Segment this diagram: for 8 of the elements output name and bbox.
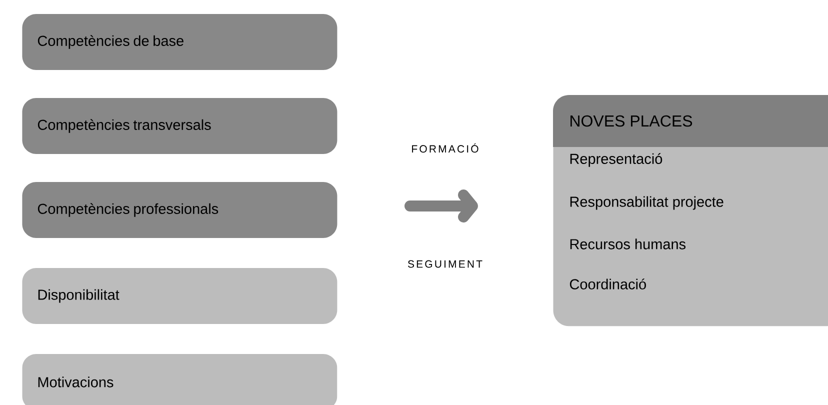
arc-label: SEGUIMENT (408, 260, 482, 268)
list-box: NOVES PLACES Representació Responsabilitat projecte Recursos humans Coordinació (553, 95, 828, 326)
rounded-box: Motivacions (22, 354, 338, 405)
rounded-box: Competències professionals (22, 182, 338, 238)
rounded-box: Competències transversals (22, 98, 338, 154)
rounded-box: Disponibilitat (22, 268, 338, 324)
arc-label: FORMACIÓ (412, 143, 478, 153)
rounded-box: Competències de base (22, 14, 338, 70)
